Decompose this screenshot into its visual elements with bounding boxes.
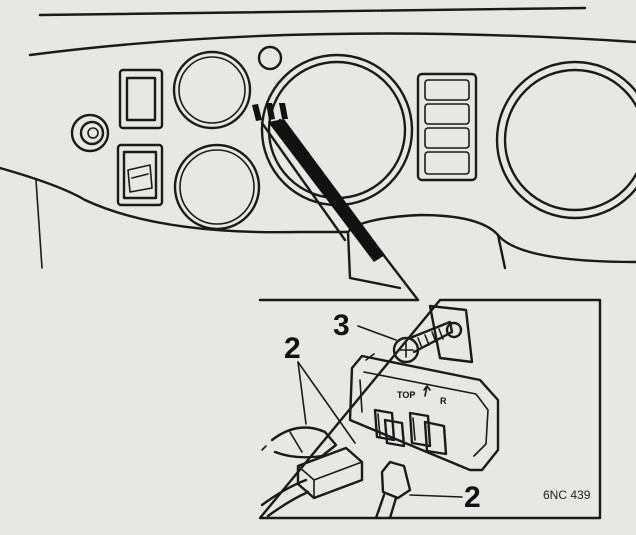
callout-2-lower: 2	[464, 481, 481, 514]
figure-code: 6NC 439	[543, 488, 591, 502]
tachometer	[495, 60, 636, 220]
callout-2-upper: 2	[284, 332, 301, 365]
callout-3: 3	[333, 309, 350, 342]
dashboard-outline	[0, 6, 636, 290]
connector-block	[260, 446, 364, 518]
mounting-bracket	[428, 304, 474, 364]
upper-rocker-switch	[118, 68, 164, 130]
lower-rocker-switch	[116, 143, 164, 207]
right-marking-text: R	[440, 396, 447, 406]
callout-leaders	[297, 325, 463, 498]
switch-housing: TOP R	[348, 354, 500, 472]
warning-lamp	[257, 45, 283, 71]
terminal-blades	[373, 408, 448, 456]
connector-plug-lower	[374, 460, 412, 520]
rotary-knob	[70, 113, 110, 153]
detail-frame	[258, 298, 602, 520]
switch-location-marker	[252, 103, 288, 121]
small-gauge-lower	[173, 143, 261, 231]
warning-light-panel	[416, 72, 478, 182]
top-marking-text: TOP	[397, 390, 415, 400]
detail-leader-lines	[260, 118, 420, 302]
connector-plug-upper	[261, 426, 338, 459]
small-gauge-upper	[172, 50, 252, 130]
screw	[392, 320, 454, 364]
